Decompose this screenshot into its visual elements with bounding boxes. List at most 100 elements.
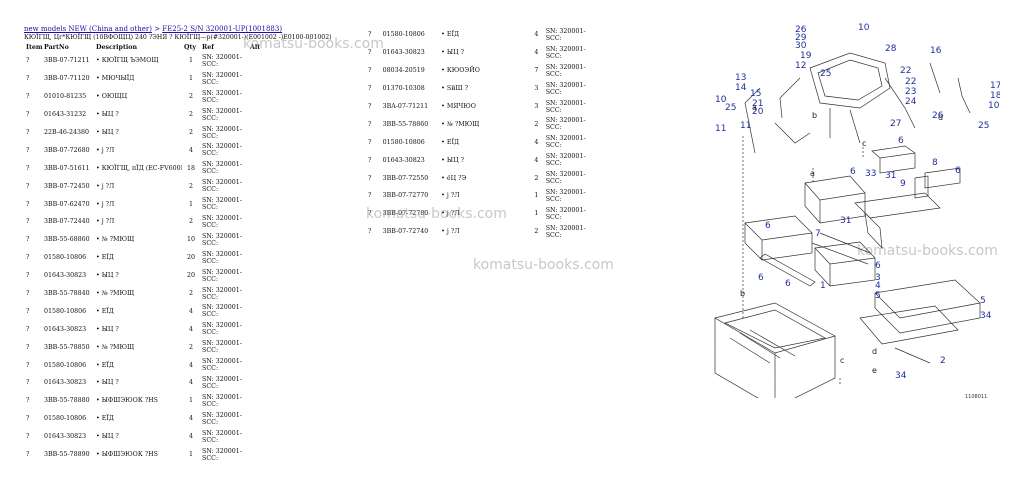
callout-label: 10 bbox=[988, 101, 1000, 111]
cell-ref: SN: 320001-SCC: bbox=[545, 171, 586, 186]
cell-item: ? bbox=[26, 200, 30, 208]
callout-label: 6 bbox=[875, 261, 881, 271]
callout-label: 3 bbox=[875, 273, 881, 283]
callout-label: 25 bbox=[820, 69, 831, 79]
cell-description: • ј ?Л bbox=[96, 200, 115, 208]
cell-ref: SN: 320001-SCC: bbox=[202, 179, 242, 194]
callout-label: 14 bbox=[735, 83, 747, 93]
cell-description: • ј ?Л bbox=[441, 210, 460, 218]
callout-label: 20 bbox=[752, 107, 764, 117]
cell-ref: SN: 320001-SCC: bbox=[202, 340, 242, 355]
watermark-text: komatsu-books.com bbox=[473, 257, 614, 273]
callout-label: 19 bbox=[800, 51, 812, 61]
cell-item: ? bbox=[26, 57, 30, 65]
cell-partno: 3BB-55-78860 bbox=[382, 120, 429, 128]
cell-qty: 4 bbox=[534, 138, 539, 146]
cell-ref: SN: 320001-SCC: bbox=[545, 45, 586, 60]
cell-description: • ЫЦ ? bbox=[96, 325, 119, 333]
cell-partno: 3BA-07-71211 bbox=[382, 103, 429, 110]
cell-partno: 3BB-07-71120 bbox=[44, 75, 90, 83]
letter-marker: b bbox=[740, 289, 745, 298]
diagram-linework bbox=[714, 52, 981, 398]
cell-description: • № ?МЮЩ bbox=[96, 343, 135, 351]
cell-qty: 2 bbox=[188, 129, 193, 136]
cell-ref: SN: 320001-SCC: bbox=[202, 322, 242, 337]
letter-marker: a bbox=[752, 103, 757, 112]
callout-label: 34 bbox=[895, 371, 907, 381]
breadcrumb-separator: > bbox=[154, 25, 161, 33]
cell-ref: SN: 320001-SCC: bbox=[202, 304, 242, 319]
cell-qty: 4 bbox=[188, 379, 193, 387]
cell-ref: SN: 320001-SCC: bbox=[202, 429, 242, 444]
cell-description: • ЫЦ ? bbox=[96, 129, 119, 136]
cell-description: • ЫЦ ? bbox=[96, 379, 119, 387]
cell-qty: 1 bbox=[188, 451, 193, 459]
breadcrumb-link-models[interactable]: new models NEW (China and other) bbox=[24, 25, 152, 33]
cell-item: ? bbox=[26, 290, 30, 298]
cell-description: • ёЦ ?Э bbox=[441, 174, 467, 182]
letter-marker: d bbox=[872, 347, 877, 356]
cell-qty: 3 bbox=[534, 85, 539, 93]
cell-qty: 10 bbox=[186, 236, 195, 244]
cell-item: ? bbox=[26, 397, 30, 405]
cell-description: • ј ?Л bbox=[96, 182, 115, 190]
cell-item: ? bbox=[26, 451, 30, 459]
cell-partno: 01010-81235 bbox=[44, 93, 87, 101]
breadcrumb-link-model[interactable]: FE25-2 S/N 320001-UP(1001883) bbox=[162, 25, 283, 33]
cell-ref: SN: 320001-SCC: bbox=[202, 411, 242, 426]
cell-partno: 3BB-07-72770 bbox=[382, 192, 429, 200]
cell-partno: 3BB-07-72450 bbox=[44, 182, 90, 190]
cell-ref: SN: 320001-SCC: bbox=[202, 447, 242, 462]
cell-item: ? bbox=[26, 272, 30, 280]
callout-label: 26 bbox=[795, 25, 807, 35]
cell-qty: 4 bbox=[534, 156, 539, 164]
cell-description: • МЮЧЫЇД bbox=[96, 75, 135, 83]
cell-ref: SN: 320001-SCC: bbox=[545, 117, 586, 132]
cell-qty: 2 bbox=[534, 174, 539, 182]
cell-partno: 3BB-07-72740 bbox=[382, 228, 429, 236]
cell-description: • № ?МЮЩ bbox=[96, 236, 135, 244]
watermark-text: komatsu-books.com bbox=[366, 206, 507, 222]
cell-qty: 2 bbox=[188, 111, 193, 119]
cell-item: ? bbox=[26, 129, 30, 136]
cell-qty: 20 bbox=[186, 254, 195, 262]
cell-qty: 4 bbox=[534, 49, 539, 57]
callout-label: 10 bbox=[715, 95, 727, 105]
cell-partno: 3BB-07-72550 bbox=[382, 174, 429, 182]
breadcrumb: new models NEW (China and other) > FE25-… bbox=[24, 25, 282, 33]
cell-ref: SN: 320001-SCC: bbox=[202, 286, 242, 301]
cell-partno: 01643-30823 bbox=[44, 379, 87, 387]
cell-partno: 01580-10806 bbox=[44, 307, 87, 315]
callout-label: 6 bbox=[898, 136, 904, 146]
cell-item: ? bbox=[26, 236, 30, 244]
callout-label: 8 bbox=[932, 158, 938, 168]
callout-label: 24 bbox=[905, 97, 917, 107]
cell-item: ? bbox=[26, 146, 30, 154]
callout-label: 27 bbox=[890, 119, 901, 129]
callout-label: 22 bbox=[905, 77, 916, 87]
cell-partno: 01643-30823 bbox=[382, 156, 425, 164]
cell-partno: 3BB-07-72780 bbox=[382, 210, 429, 218]
cell-item: ? bbox=[26, 325, 30, 333]
letter-marker: e bbox=[872, 366, 877, 375]
cell-qty: 2 bbox=[188, 93, 193, 101]
callout-label: 12 bbox=[795, 61, 806, 71]
